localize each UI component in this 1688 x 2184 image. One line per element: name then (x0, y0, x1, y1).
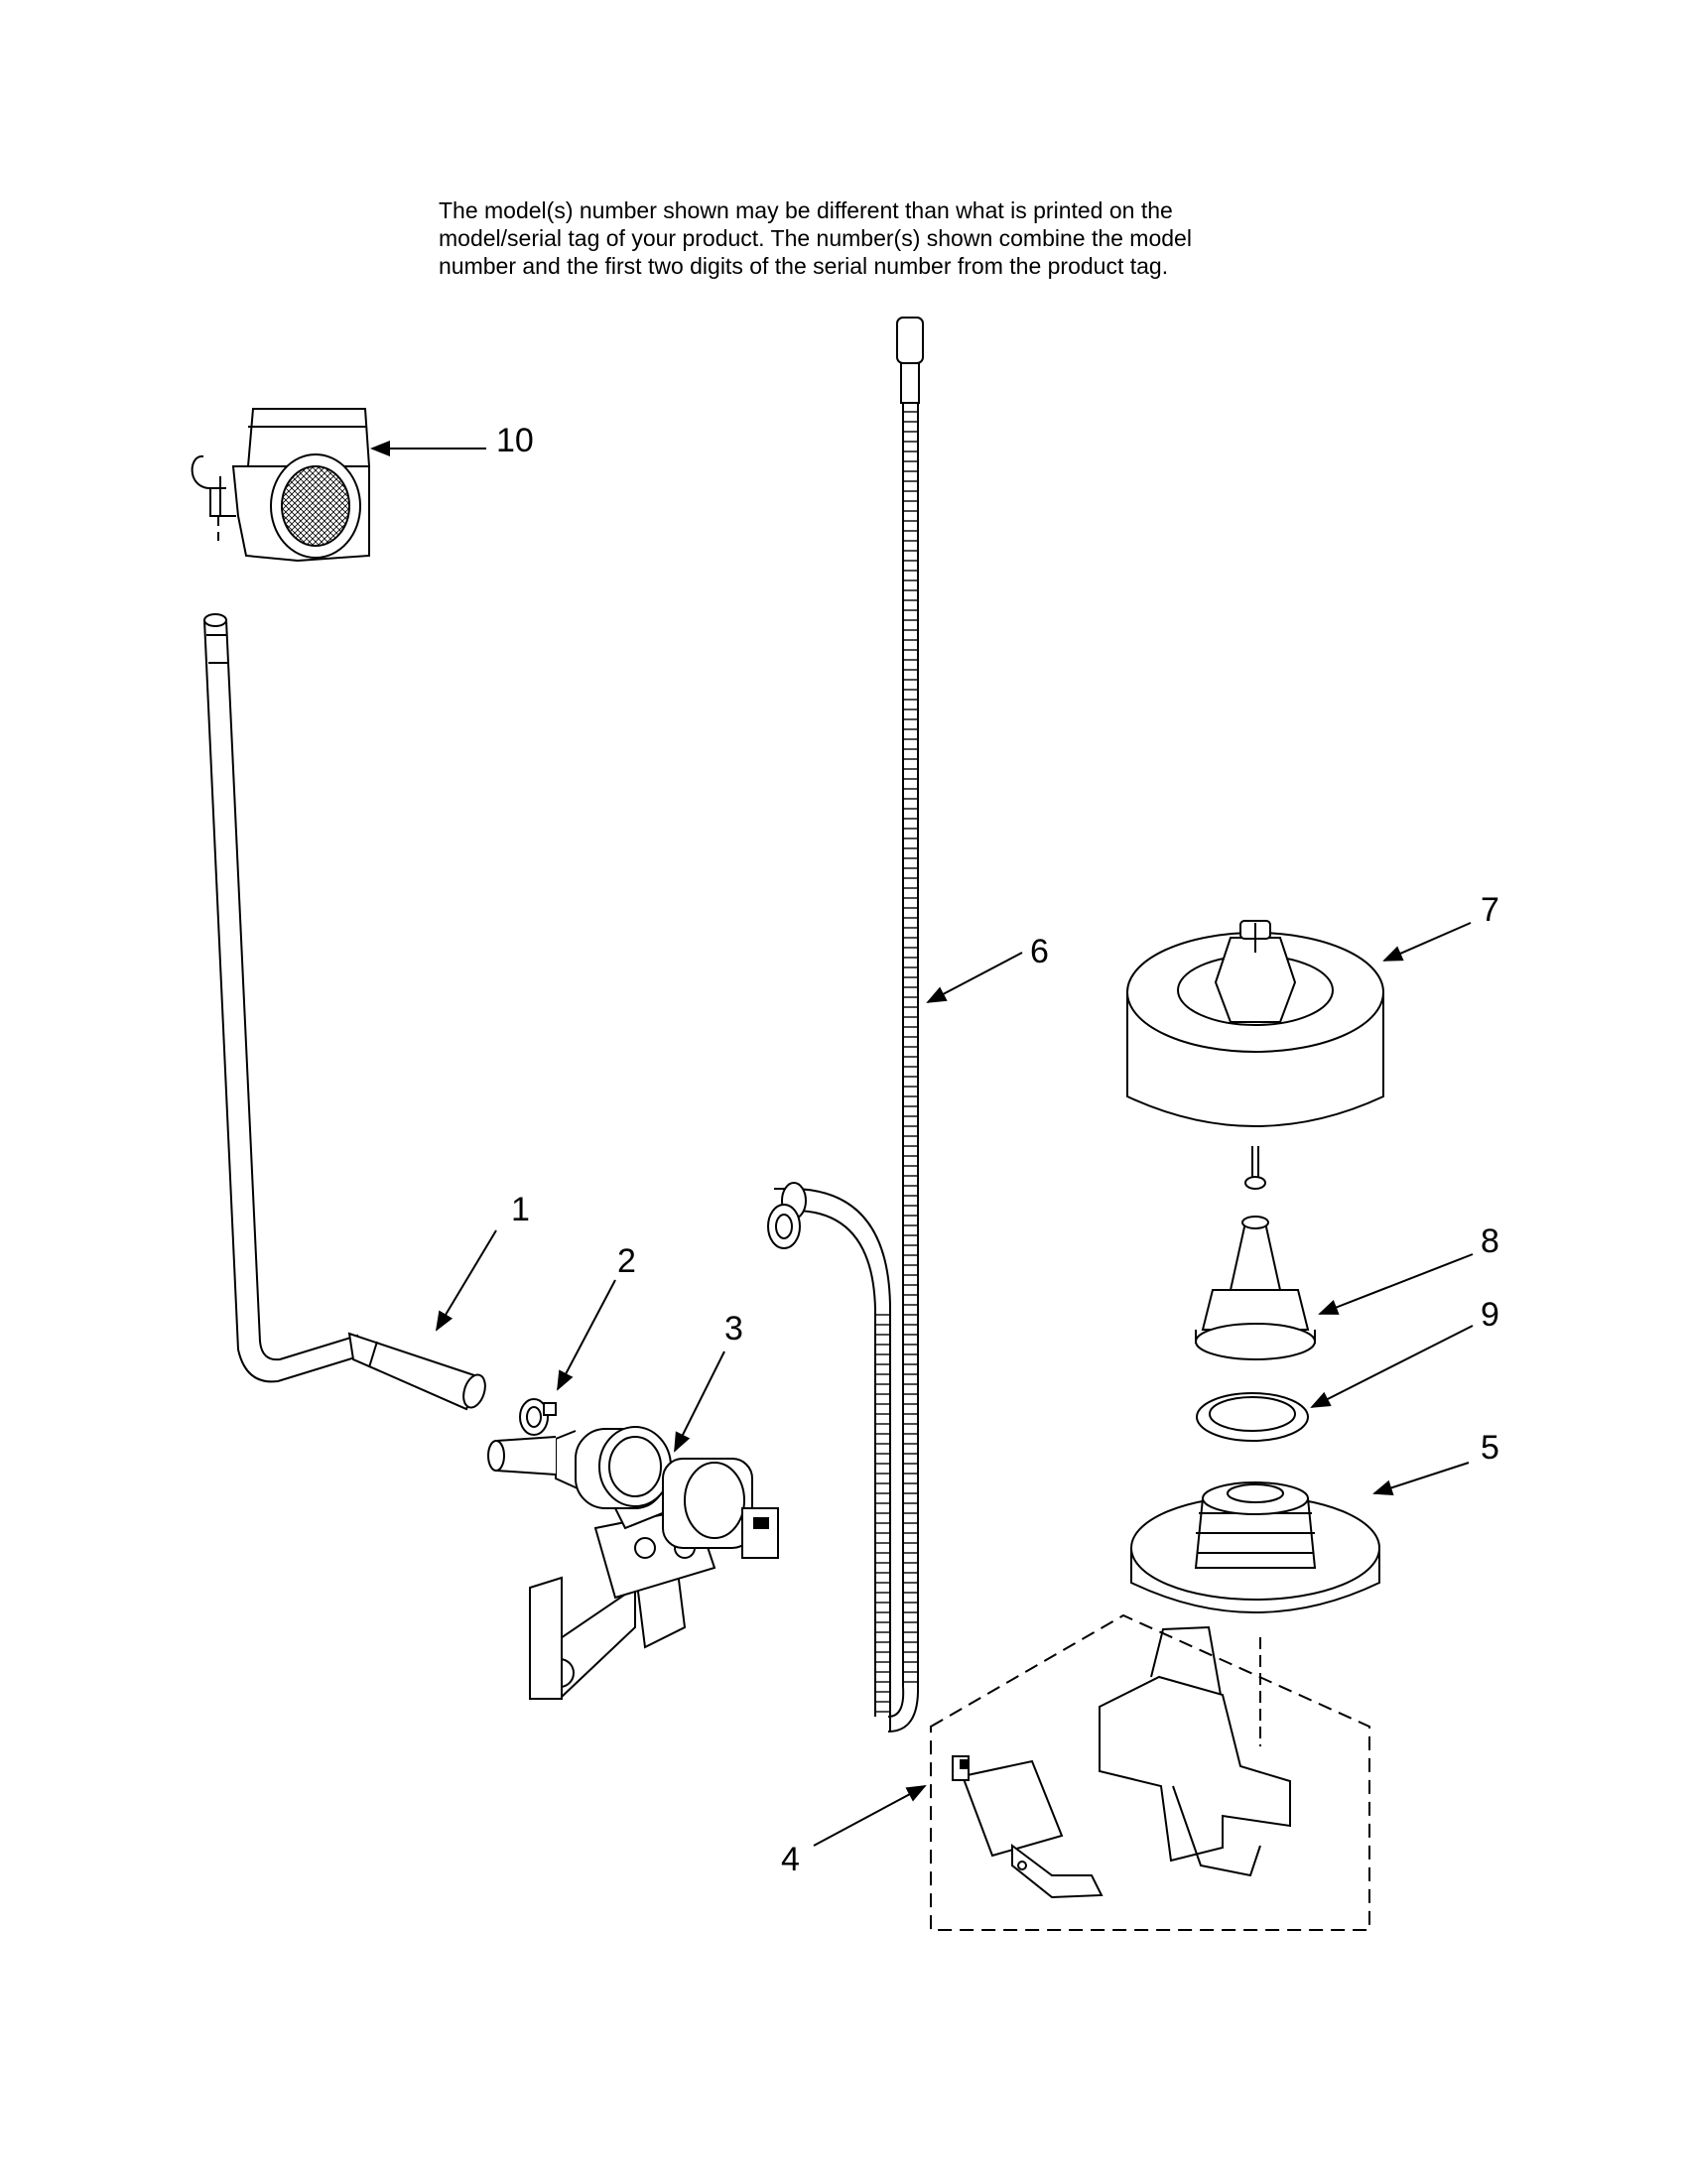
notice-line-2: model/serial tag of your product. The nu… (439, 225, 1192, 251)
part-2-clamp (519, 1398, 557, 1436)
notice-line-1: The model(s) number shown may be differe… (439, 197, 1173, 223)
model-number-notice: The model(s) number shown may be differe… (439, 196, 1332, 280)
callout-8: 8 (1481, 1222, 1499, 1260)
callout-6: 6 (1030, 933, 1049, 970)
part-8-nozzle (1195, 1216, 1316, 1360)
callout-2: 2 (617, 1242, 636, 1280)
part-1-hose (202, 613, 486, 1411)
callout-1: 1 (511, 1191, 530, 1228)
callout-5: 5 (1481, 1429, 1499, 1467)
part-3-inlet-valve (487, 1426, 779, 1701)
callout-10: 10 (496, 422, 534, 459)
callout-4: 4 (781, 1841, 800, 1878)
part-9-ring (1196, 1392, 1309, 1442)
part-5-base (1130, 1481, 1380, 1746)
callout-7: 7 (1481, 891, 1499, 929)
part-7-cap (1126, 920, 1384, 1190)
part-10-filter-housing (191, 408, 371, 563)
callout-3: 3 (724, 1310, 743, 1348)
notice-line-3: number and the first two digits of the s… (439, 253, 1169, 279)
part-4-switch-assembly (930, 1613, 1370, 1931)
part-6-harness (767, 317, 924, 1733)
leader-lines (370, 441, 1474, 1847)
callout-9: 9 (1481, 1296, 1499, 1334)
